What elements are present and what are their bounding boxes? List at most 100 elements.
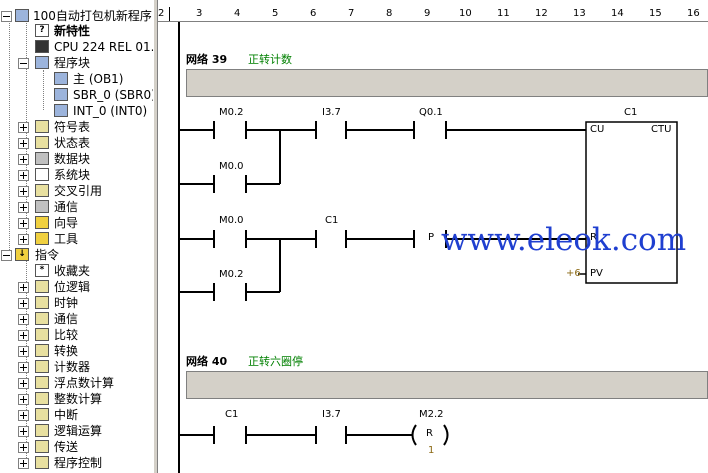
network-39-comment-box[interactable] [186, 69, 708, 97]
favorites-icon: * [35, 264, 49, 277]
ruler-tick: 11 [497, 8, 510, 19]
logic-ops-icon [35, 424, 49, 437]
expand-icon[interactable] [18, 426, 29, 437]
expand-icon[interactable] [18, 378, 29, 389]
expand-icon[interactable] [18, 186, 29, 197]
counter-preset-value[interactable]: +6 [566, 268, 581, 279]
expand-icon[interactable] [18, 122, 29, 133]
coil-count[interactable]: 1 [428, 445, 435, 456]
expand-icon[interactable] [18, 362, 29, 373]
expand-icon[interactable] [18, 442, 29, 453]
block-icon [54, 72, 68, 85]
project-icon [15, 9, 29, 22]
expand-icon[interactable] [18, 202, 29, 213]
counter-pv-pin: PV [590, 268, 603, 279]
counter-type: CTU [651, 124, 672, 135]
tree-item-label: 向导 [54, 216, 79, 230]
status-table-icon [35, 136, 49, 149]
contact-label[interactable]: C1 [225, 409, 239, 420]
expand-icon[interactable] [18, 298, 29, 309]
ruler-tick: 9 [424, 8, 431, 19]
tree-item-label: 中断 [54, 408, 79, 422]
contact-label[interactable]: M0.2 [219, 269, 244, 280]
tree-item-label: 数据块 [54, 152, 91, 166]
block-icon [54, 88, 68, 101]
pane-splitter[interactable] [153, 0, 158, 473]
contact-label[interactable]: I3.7 [322, 409, 341, 420]
tree-item-label: 收藏夹 [54, 264, 91, 278]
expand-icon[interactable] [18, 218, 29, 229]
tree-item-label: 程序块 [54, 56, 91, 70]
tree-item-label: 程序控制 [54, 456, 103, 470]
expand-icon[interactable] [18, 346, 29, 357]
expand-icon[interactable] [18, 410, 29, 421]
instructions-icon: ↓ [15, 248, 29, 261]
counter-name[interactable]: C1 [624, 107, 638, 118]
tree-item-label: 交叉引用 [54, 184, 103, 198]
project-tree[interactable]: 100自动打包机新程序 ? 新特性 CPU 224 REL 01.21 程序块 … [0, 0, 153, 473]
p-contact-label[interactable]: P [428, 232, 435, 243]
tree-item-label: 符号表 [54, 120, 91, 134]
tree-item-label: CPU 224 REL 01.21 [54, 40, 153, 54]
tree-item-label: 传送 [54, 440, 79, 454]
network-40-comment: 正转六圈停 [248, 355, 303, 368]
expand-icon[interactable] [18, 458, 29, 469]
tree-item-label: 通信 [54, 312, 79, 326]
ruler-tick: 8 [386, 8, 393, 19]
tree-item-label: 比较 [54, 328, 79, 342]
float-math-icon [35, 376, 49, 389]
expand-icon[interactable] [18, 234, 29, 245]
ruler-tick: 6 [310, 8, 317, 19]
ruler-tick: 13 [573, 8, 586, 19]
contact-label[interactable]: M0.0 [219, 215, 244, 226]
move-icon [35, 440, 49, 453]
communication-icon [35, 312, 49, 325]
expand-icon[interactable] [18, 170, 29, 181]
column-ruler: 2 3 4 5 6 7 8 9 10 11 12 13 14 15 16 [158, 7, 708, 22]
wizard-icon [35, 216, 49, 229]
contact-label[interactable]: Q0.1 [419, 107, 443, 118]
contact-label[interactable]: C1 [325, 215, 339, 226]
ruler-tick: 10 [459, 8, 472, 19]
expand-icon[interactable] [18, 282, 29, 293]
network-39-title: 网络 39 [186, 53, 228, 66]
ruler-tick: 7 [348, 8, 355, 19]
network-40-comment-box[interactable] [186, 371, 708, 399]
coil-right-arc [443, 424, 449, 446]
expand-icon[interactable] [18, 138, 29, 149]
counter-box [585, 121, 678, 284]
expand-icon[interactable] [18, 394, 29, 405]
collapse-icon[interactable] [1, 11, 12, 22]
tree-item-label: 系统块 [54, 168, 91, 182]
ruler-start-label: 2 [158, 8, 165, 19]
coil-address[interactable]: M2.2 [419, 409, 444, 420]
ruler-tick: 12 [535, 8, 548, 19]
network-40-title: 网络 40 [186, 355, 228, 368]
contact-label[interactable]: I3.7 [322, 107, 341, 118]
compare-icon [35, 328, 49, 341]
expand-icon[interactable] [18, 154, 29, 165]
expand-icon[interactable] [18, 330, 29, 341]
program-control-icon [35, 456, 49, 469]
contact-label[interactable]: M0.2 [219, 107, 244, 118]
expand-icon[interactable] [18, 314, 29, 325]
data-block-icon [35, 152, 49, 165]
tree-item-label: 主 (OB1) [73, 72, 124, 86]
tree-item-label: 新特性 [54, 24, 91, 38]
ruler-tick: 3 [196, 8, 203, 19]
tree-item-label: INT_0 (INT0) [73, 104, 148, 118]
counter-icon [35, 360, 49, 373]
collapse-icon[interactable] [18, 58, 29, 69]
tree-item-label: 计数器 [54, 360, 91, 374]
network-39-comment: 正转计数 [248, 53, 292, 66]
contact-label[interactable]: M0.0 [219, 161, 244, 172]
counter-r-pin: R [590, 232, 597, 243]
tree-item-label: 逻辑运算 [54, 424, 103, 438]
tools-icon [35, 232, 49, 245]
tree-item-label: SBR_0 (SBR0) [73, 88, 153, 102]
ruler-tick: 16 [687, 8, 700, 19]
tree-item-label: 位逻辑 [54, 280, 91, 294]
collapse-icon[interactable] [1, 250, 12, 261]
cross-reference-icon [35, 184, 49, 197]
